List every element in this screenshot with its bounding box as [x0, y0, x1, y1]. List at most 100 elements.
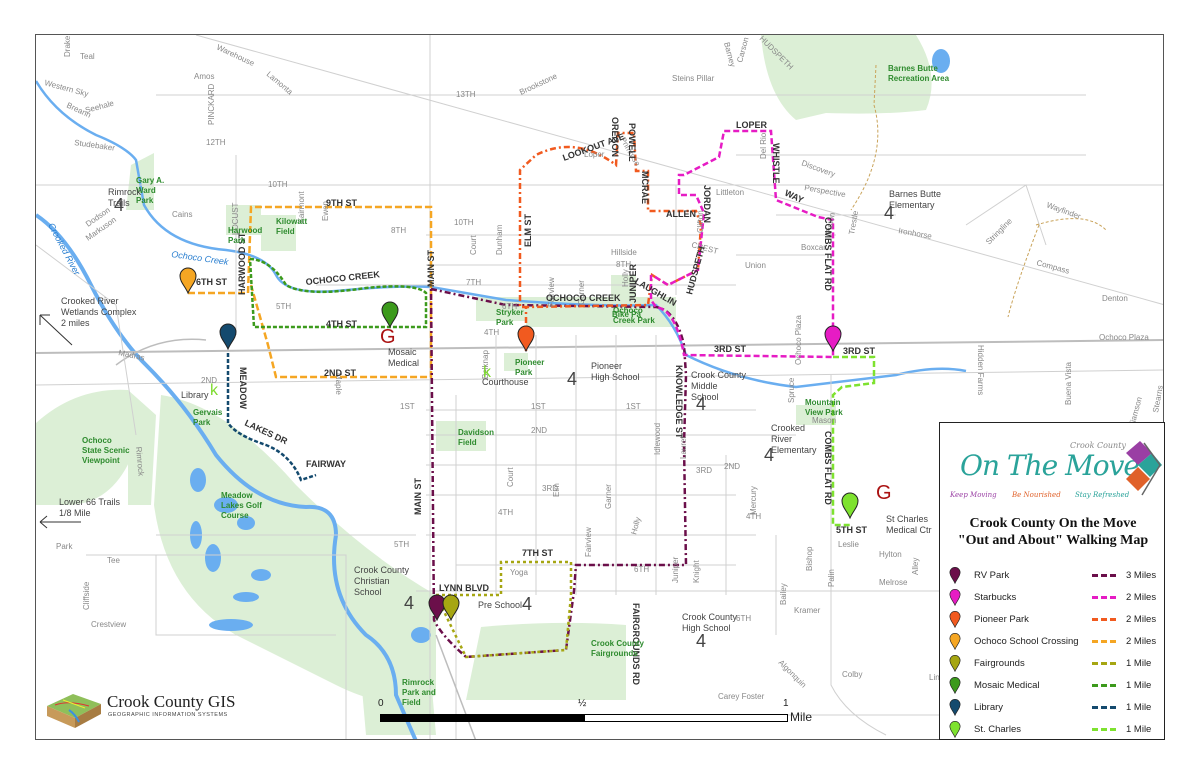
legend-pin-icon — [949, 677, 961, 694]
route-street-label: ALLEN — [666, 209, 696, 219]
street-label: Western Sky — [43, 78, 89, 98]
stream-label: Crooked River — [46, 221, 82, 277]
street-label: Idlewood — [653, 423, 662, 455]
gis-subtitle: GEOGRAPHIC INFORMATION SYSTEMS — [108, 712, 228, 718]
logo-tag-be-nourished: Be Nourished — [1012, 491, 1061, 499]
park-label: Ward — [136, 186, 156, 195]
place-label: School — [691, 392, 719, 402]
street-label: PINCKARD — [207, 83, 216, 125]
legend-route-distance: 1 Mile — [1126, 701, 1152, 713]
place-label: Crook County — [354, 565, 410, 575]
map-pin-ochoco-school-icon[interactable] — [179, 267, 197, 295]
chevron-blocks-icon — [1126, 441, 1162, 496]
park-label: Crook County — [591, 639, 644, 648]
golf-course-ponds — [190, 49, 950, 643]
street-label: Algonquin — [777, 658, 809, 690]
water-bodies — [36, 80, 967, 739]
school-icon: 4 — [696, 394, 706, 414]
legend-line-swatch — [1092, 683, 1116, 687]
school-icon: 4 — [404, 593, 414, 613]
map-pin-st-charles-icon[interactable] — [841, 492, 859, 520]
park-label: Barnes Butte — [888, 64, 938, 73]
park-label: Lakes Golf — [221, 501, 262, 510]
legend-pin-icon — [949, 721, 961, 738]
map-pin-starbucks-icon[interactable] — [824, 325, 842, 353]
route-street-label: OREGON — [610, 117, 620, 157]
route-street-label: HUDSPETH — [684, 245, 706, 295]
legend-line-swatch — [1092, 727, 1116, 731]
legend-route-distance: 1 Mile — [1126, 679, 1152, 691]
street-label: 2ND — [724, 462, 740, 471]
street-label: Court — [506, 467, 515, 487]
route-ochoco-school — [188, 205, 433, 379]
route-library — [226, 353, 317, 482]
street-label: Hylton — [879, 550, 902, 559]
legend-route-name: Ochoco School Crossing — [974, 635, 1079, 647]
street-label: Compass — [1035, 258, 1070, 275]
stream-label: Ochoco Creek — [171, 249, 230, 267]
legend-line-swatch — [1092, 705, 1116, 709]
street-label: 4TH — [746, 512, 761, 521]
street-label: 6TH — [736, 614, 751, 623]
map-pin-pioneer-park-icon[interactable] — [517, 325, 535, 353]
legend-route-name: Fairgrounds — [974, 657, 1025, 669]
legend-pin-icon — [949, 699, 961, 716]
legend-pin-icon — [949, 567, 961, 584]
street-label: 12TH — [206, 138, 226, 147]
stream-labels: Ochoco Creek Crooked River — [46, 221, 229, 277]
route-street-label: JUNIPER — [628, 263, 638, 303]
legend-route-name: Pioneer Park — [974, 613, 1029, 625]
street-label: Alley — [911, 558, 920, 575]
place-label: High School — [591, 372, 640, 382]
scale-bar-white — [584, 714, 788, 722]
school-icon: 4 — [696, 631, 706, 651]
place-label: Crook County — [691, 370, 747, 380]
street-label: Juniper — [671, 556, 680, 583]
park-label: Park — [193, 418, 211, 427]
street-label: Wayfinder — [1045, 200, 1082, 221]
place-label: 1/8 Mile — [59, 508, 91, 518]
gis-logo: Crook County GIS GEOGRAPHIC INFORMATION … — [45, 688, 245, 732]
map-pin-mosaic-medical-icon[interactable] — [381, 301, 399, 329]
place-label: Elementary — [889, 200, 935, 210]
route-street-label: LOPER — [736, 120, 768, 130]
map-pin-rv-park-icon[interactable] — [428, 594, 446, 622]
place-label: Library — [181, 390, 209, 400]
park-label: State Scenic — [82, 446, 130, 455]
on-the-move-logo: Crook County On The Move Keep Moving Be … — [950, 435, 1162, 505]
legend-title-line2: "Out and About" Walking Map — [957, 533, 1149, 548]
legend-title: Crook County On the Move "Out and About"… — [940, 515, 1166, 549]
park-label: Creek Park — [613, 316, 655, 325]
street-label: Hillside — [611, 248, 637, 257]
park-label: Bike Pa — [612, 310, 641, 319]
street-label: Court — [469, 235, 478, 255]
street-label: 5TH — [394, 540, 409, 549]
map-pin-library-icon[interactable] — [219, 323, 237, 351]
street-label: Bailey — [779, 583, 788, 605]
street-label: Garner — [577, 280, 586, 305]
park-label: Field — [458, 438, 477, 447]
street-label: Holly — [629, 516, 642, 536]
park-label: Stryker — [496, 308, 524, 317]
street-label: Boxcar — [801, 243, 826, 252]
street-label: 3RD — [542, 484, 558, 493]
park-label: Park — [515, 368, 533, 377]
scale-bar: 0 ½ 1 Mile — [378, 696, 818, 732]
park-label: Park and — [402, 688, 436, 697]
street-label: Carey Foster — [718, 692, 765, 701]
street-label: 7TH — [466, 278, 481, 287]
street-label: Cliffside — [82, 581, 91, 610]
logo-county: Crook County — [1070, 441, 1126, 450]
route-street-label: HARWOOD ST — [237, 232, 247, 295]
street-label: Stringline — [984, 216, 1014, 246]
street-label: Mercury — [749, 486, 758, 515]
street-label: Denton — [1102, 294, 1128, 303]
library-icon: k — [210, 382, 219, 399]
map-pin-fairgrounds-icon[interactable] — [442, 594, 460, 622]
street-label: Dunham — [495, 224, 504, 255]
